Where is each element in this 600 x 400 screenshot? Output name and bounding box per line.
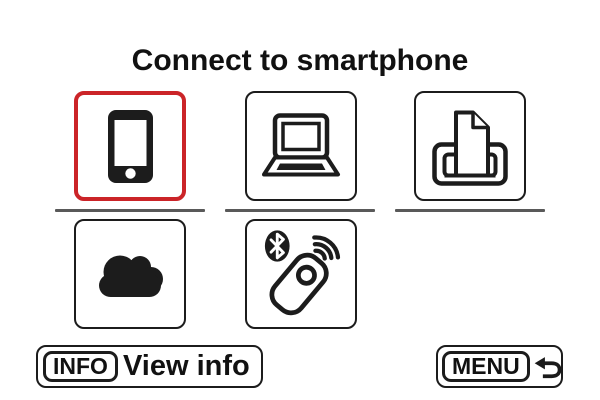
tile-computer[interactable] xyxy=(245,91,357,201)
return-arrow-icon xyxy=(534,356,561,378)
tile-wireless-remote[interactable] xyxy=(245,219,357,329)
cloud-icon xyxy=(99,255,163,297)
info-key-label: INFO xyxy=(43,351,118,382)
divider-line xyxy=(225,209,375,212)
info-action-label: View info xyxy=(122,350,250,382)
bluetooth-remote-icon xyxy=(264,229,341,315)
tile-web-service-cloud[interactable] xyxy=(74,219,186,329)
divider-line xyxy=(395,209,545,212)
info-button[interactable]: INFO View info xyxy=(36,345,263,388)
menu-key-label: MENU xyxy=(442,351,530,382)
tile-smartphone[interactable] xyxy=(74,91,186,201)
smartphone-icon xyxy=(107,109,153,183)
menu-button[interactable]: MENU xyxy=(436,345,563,388)
tile-printer[interactable] xyxy=(414,91,526,201)
page-title: Connect to smartphone xyxy=(131,44,469,77)
computer-icon xyxy=(262,113,340,177)
printer-icon xyxy=(432,110,508,186)
divider-line xyxy=(55,209,205,212)
